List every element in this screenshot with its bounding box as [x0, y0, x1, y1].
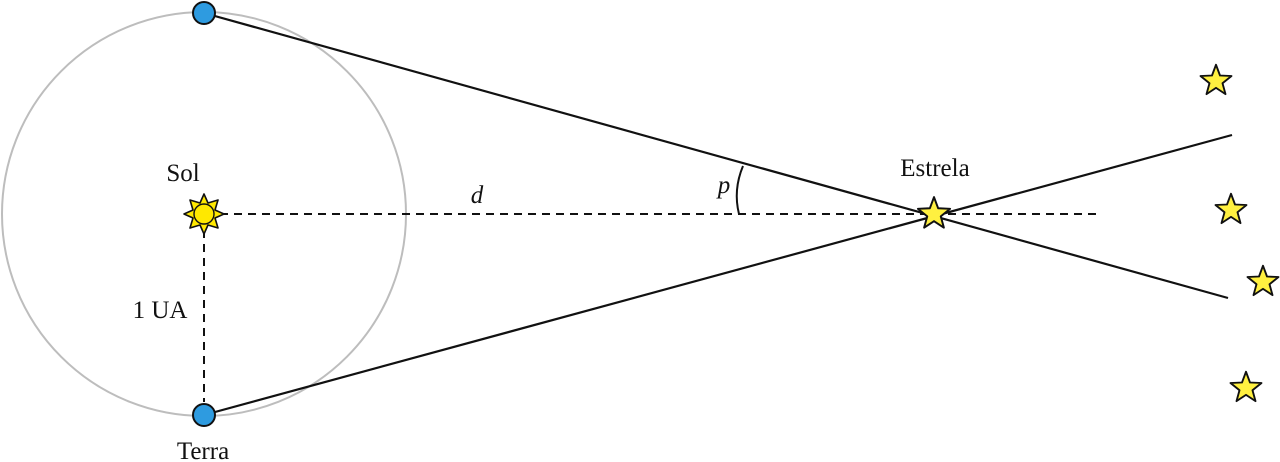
star-icon-background-4: [1229, 370, 1263, 403]
sun-label: Sol: [166, 160, 199, 187]
distance-label: d: [471, 182, 484, 209]
sightline-top: [203, 11, 1229, 300]
star-icon-background-1: [1199, 63, 1233, 96]
earth-icon-top: [192, 1, 216, 25]
earth-label: Terra: [177, 438, 229, 462]
star-label: Estrela: [900, 155, 969, 182]
sightline-bottom: [203, 133, 1233, 417]
star-icon-background-2: [1214, 192, 1248, 225]
parallax-angle-arc: [735, 165, 744, 215]
star-icon: [916, 196, 952, 229]
star-icon-background-3: [1246, 264, 1280, 297]
earth-icon-bottom: [192, 403, 216, 427]
sun-icon: [183, 193, 225, 235]
parallax-angle-label: p: [716, 172, 731, 199]
au-label: 1 UA: [133, 297, 188, 324]
